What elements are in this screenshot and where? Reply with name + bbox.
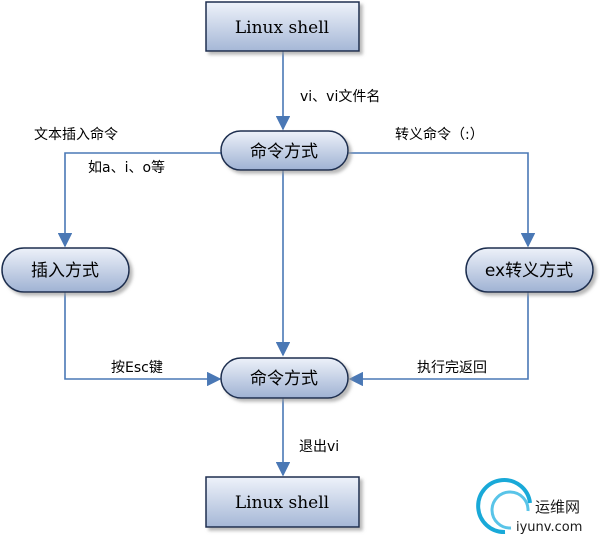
label-escape-cmd: 转义命令（:） (395, 126, 484, 143)
watermark-name: 运维网 (535, 498, 580, 516)
edge-cmd-to-ex (348, 152, 536, 248)
label-quit-vi: 退出vi (299, 439, 339, 455)
edge-insert-to-cmd2 (64, 292, 222, 387)
edge-ex-to-cmd2 (348, 292, 529, 387)
node-insert-mode (1, 247, 130, 293)
label-press-esc: 按Esc键 (111, 360, 163, 376)
node-cmd-mode-2 (220, 357, 349, 399)
node-cmd-mode-2-label: 命令方式 (250, 369, 318, 389)
node-top-shell (205, 1, 360, 52)
watermark-domain: iyunv.com (516, 520, 582, 535)
node-top-shell-label: Linux shell (235, 18, 329, 38)
label-exec-return: 执行完返回 (417, 360, 487, 376)
node-ex-mode-label: ex转义方式 (485, 261, 573, 281)
node-bottom-shell (205, 476, 360, 528)
node-cmd-mode-1-label: 命令方式 (250, 142, 318, 162)
node-insert-mode-label: 插入方式 (31, 261, 99, 281)
node-ex-mode (465, 247, 594, 293)
label-open-vi: vi、vi文件名 (300, 89, 380, 105)
watermark: 运维网 iyunv.com (476, 478, 582, 535)
node-bottom-shell-label: Linux shell (235, 493, 329, 513)
node-cmd-mode-1 (220, 130, 349, 171)
label-insert-cmd: 文本插入命令 (34, 126, 118, 143)
edge-cmd-to-insert (57, 152, 221, 248)
label-insert-cmd-examples: 如a、i、o等 (88, 159, 165, 176)
watermark-logo-icon (476, 478, 532, 535)
